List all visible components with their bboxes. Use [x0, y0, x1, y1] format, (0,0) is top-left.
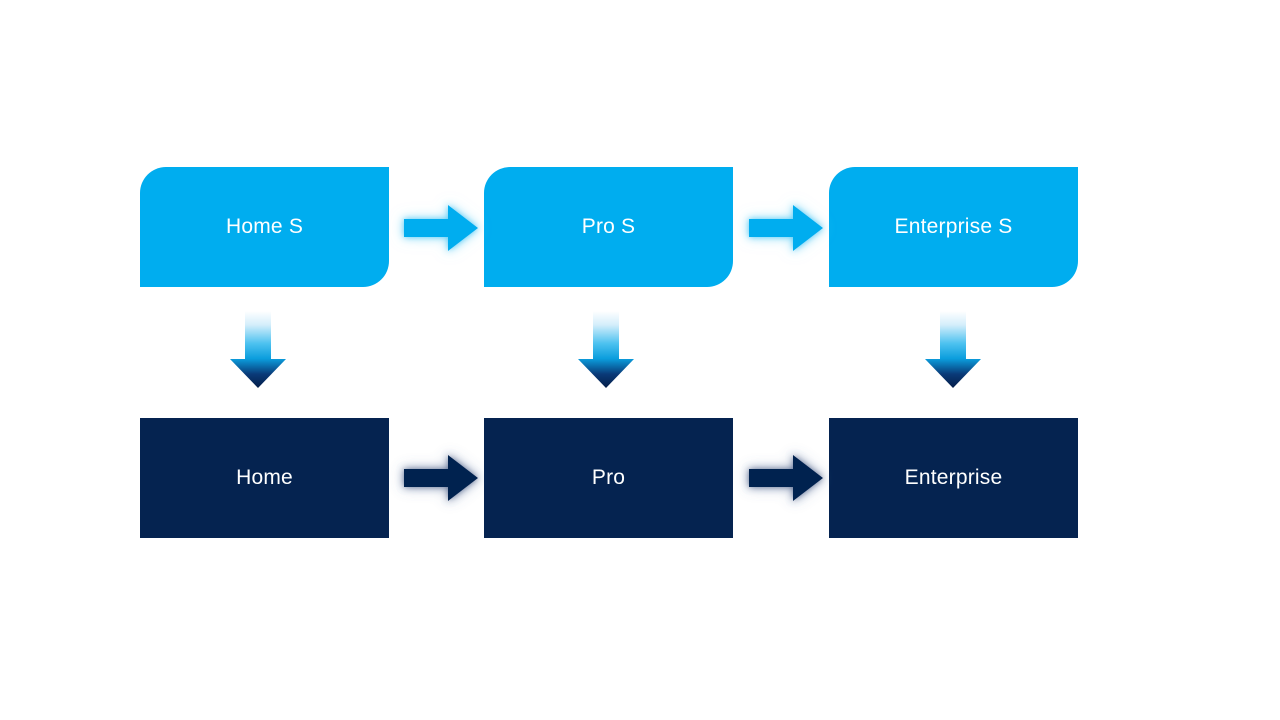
- node-pro[interactable]: Pro: [484, 418, 733, 538]
- node-enterprise[interactable]: Enterprise: [829, 418, 1078, 538]
- connector-home-s-to-home: [229, 311, 287, 389]
- arrow-right-icon: [404, 455, 478, 501]
- connector-home-to-pro: [404, 454, 478, 502]
- arrow-down-icon: [578, 311, 634, 388]
- connector-pro-s-to-enterprise-s: [749, 204, 823, 252]
- node-pro-label: Pro: [591, 466, 626, 490]
- node-pro-s-label: Pro S: [581, 215, 636, 239]
- connector-enterprise-s-to-enterprise: [924, 311, 982, 389]
- connector-pro-to-enterprise: [749, 454, 823, 502]
- node-home-s-label: Home S: [225, 215, 304, 239]
- node-enterprise-label: Enterprise: [904, 466, 1003, 490]
- node-enterprise-s[interactable]: Enterprise S: [829, 167, 1078, 287]
- node-home-label: Home: [236, 466, 293, 490]
- arrow-right-icon: [749, 205, 823, 251]
- arrow-down-icon: [925, 311, 981, 388]
- connector-home-s-to-pro-s: [404, 204, 478, 252]
- connector-pro-s-to-pro: [577, 311, 635, 389]
- arrow-down-icon: [230, 311, 286, 388]
- arrow-right-icon: [749, 455, 823, 501]
- node-home-s[interactable]: Home S: [140, 167, 389, 287]
- node-enterprise-s-label: Enterprise S: [894, 215, 1013, 239]
- node-home[interactable]: Home: [140, 418, 389, 538]
- node-pro-s[interactable]: Pro S: [484, 167, 733, 287]
- arrow-right-icon: [404, 205, 478, 251]
